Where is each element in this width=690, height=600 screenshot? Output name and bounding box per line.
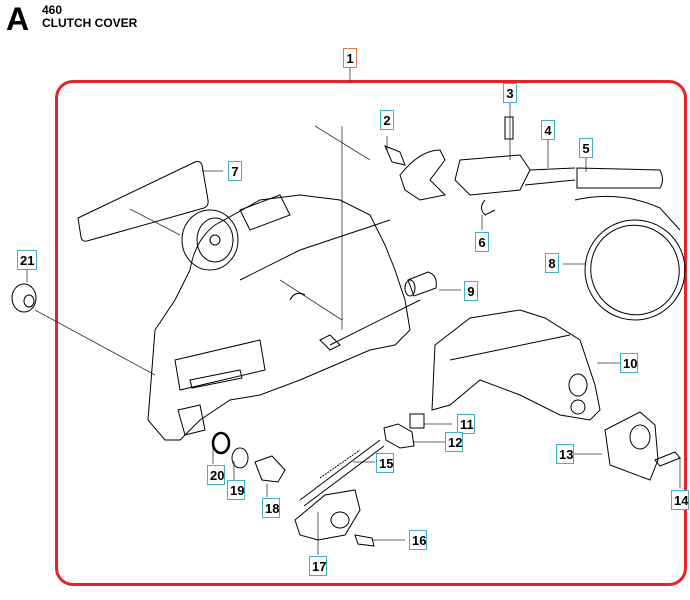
callout-2[interactable]: 2 [380, 110, 394, 130]
callout-6[interactable]: 6 [475, 232, 489, 252]
model-number: 460 [42, 3, 63, 17]
callout-15[interactable]: 15 [376, 453, 394, 473]
callout-21[interactable]: 21 [17, 250, 37, 270]
o-ring-20-shape [211, 431, 231, 455]
callout-5[interactable]: 5 [579, 138, 593, 158]
assembly-frame [55, 80, 687, 586]
callout-14[interactable]: 14 [671, 490, 689, 510]
callout-10[interactable]: 10 [620, 353, 638, 373]
callout-19[interactable]: 19 [227, 480, 245, 500]
callout-3[interactable]: 3 [503, 83, 517, 103]
callout-16[interactable]: 16 [409, 530, 427, 550]
nut-11-shape [409, 413, 425, 429]
callout-9[interactable]: 9 [464, 281, 478, 301]
washer-19-shape [231, 447, 249, 469]
callout-18[interactable]: 18 [262, 498, 280, 518]
clutch-cover-body [147, 194, 421, 441]
callout-4[interactable]: 4 [541, 120, 555, 140]
plate-17-shape [294, 489, 361, 541]
screw-16-shape [354, 534, 375, 547]
section-letter: A [6, 1, 30, 37]
diagram-title: CLUTCH COVER [42, 16, 138, 30]
sleeve-shape [404, 271, 437, 297]
tensioner-block-12-shape [383, 423, 415, 449]
callout-7[interactable]: 7 [228, 161, 242, 181]
nut-21-shape [11, 283, 37, 313]
callout-12[interactable]: 12 [445, 432, 463, 452]
bracket-shape [431, 309, 601, 421]
brake-lever-assembly [384, 116, 663, 216]
decal-shape [77, 160, 209, 242]
callout-13[interactable]: 13 [556, 444, 574, 464]
callout-17[interactable]: 17 [309, 556, 327, 576]
callout-20[interactable]: 20 [207, 465, 225, 485]
callout-1[interactable]: 1 [343, 48, 357, 68]
callout-11[interactable]: 11 [457, 414, 475, 434]
brake-band-shape [574, 195, 686, 321]
callout-8[interactable]: 8 [545, 253, 559, 273]
screw-14-shape [654, 451, 681, 467]
gear-18-shape [254, 455, 286, 483]
catcher-shape [604, 411, 659, 481]
tensioner-screw-shape [299, 439, 385, 507]
